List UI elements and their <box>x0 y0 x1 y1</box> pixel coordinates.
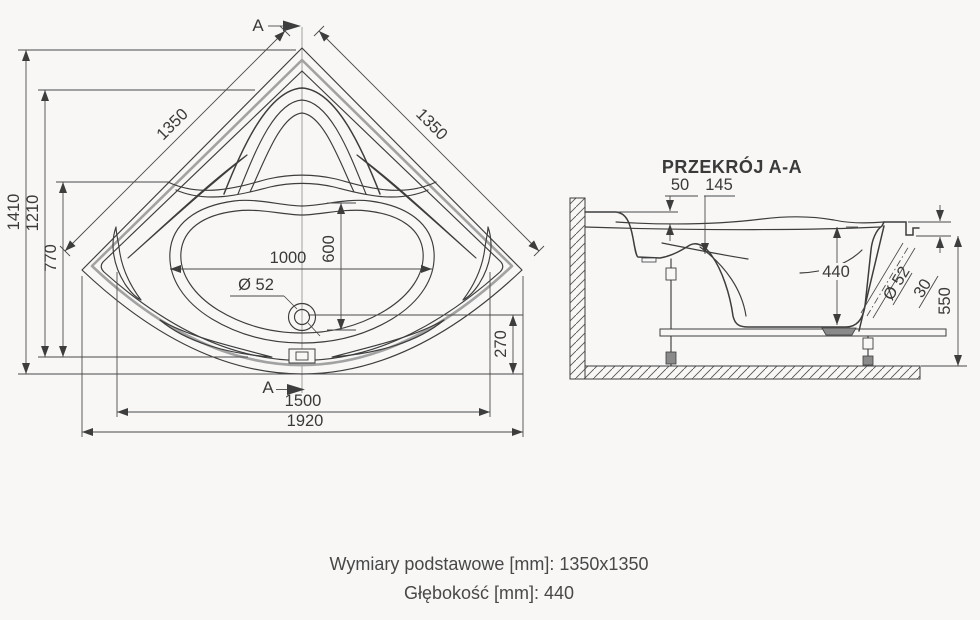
section-marker-top: A <box>252 16 301 35</box>
plan-view: A A 1410 1210 770 <box>5 16 545 437</box>
wall-hatch <box>569 197 586 380</box>
caption-line1: Wymiary podstawowe [mm]: 1350x1350 <box>330 554 649 574</box>
dim-edge-left-label: 1350 <box>153 105 192 144</box>
dim-inner-height-label: 1210 <box>24 195 42 232</box>
dim-lip-label: 30 <box>910 276 935 301</box>
section-arrow-bottom-icon <box>287 384 305 395</box>
dim-drain-label: Ø 52 <box>238 276 274 294</box>
drain-outer-circle <box>287 302 317 332</box>
support-frame <box>659 258 947 367</box>
dim-basin-width-label: 1000 <box>270 249 307 267</box>
dim-basin-depth-label: 600 <box>320 235 338 263</box>
dim-total-height-label: 1410 <box>5 194 23 231</box>
dim-edge-right-label: 1350 <box>412 105 451 144</box>
drain-inner-circle <box>293 308 311 326</box>
dim-front-width-label: 1500 <box>285 392 322 410</box>
section-title: PRZEKRÓJ A-A <box>662 156 802 177</box>
dim-height-label: 550 <box>936 287 954 315</box>
dim-pipe-label: Ø 52 <box>880 263 914 303</box>
dim-corner-height-label: 770 <box>42 244 60 272</box>
section-marker-bottom-label: A <box>262 378 274 397</box>
front-notch <box>288 348 316 364</box>
dim-depth-label: 440 <box>822 263 850 281</box>
caption: Wymiary podstawowe [mm]: 1350x1350 Głębo… <box>330 554 649 603</box>
dim-rim-drop-label: 50 <box>671 176 689 194</box>
section-view: PRZEKRÓJ A-A <box>569 156 967 380</box>
drain-trap <box>821 327 857 336</box>
tub-section-profile <box>584 211 920 332</box>
section-arrow-top-icon <box>283 20 301 32</box>
floor-hatch <box>584 365 921 380</box>
section-dimensions: 50 145 440 Ø 52 30 <box>616 176 967 367</box>
dim-overall-width-label: 1920 <box>287 412 324 430</box>
plan-dimensions: A A 1410 1210 770 <box>5 16 545 437</box>
caption-line2: Głębokość [mm]: 440 <box>404 583 574 603</box>
drain <box>283 295 321 337</box>
dim-drain-offset-label: 270 <box>492 330 510 358</box>
section-marker-top-label: A <box>252 16 264 35</box>
section-marker-bottom: A <box>262 378 305 397</box>
dim-seat-label: 145 <box>705 176 733 194</box>
